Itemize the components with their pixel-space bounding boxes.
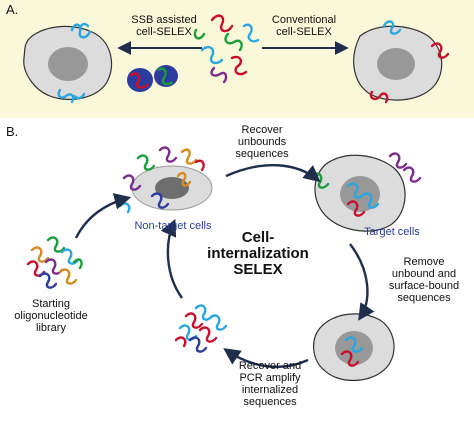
target-cell-top (314, 154, 406, 232)
panel-b-label: B. (6, 124, 19, 139)
strand-left-cell-blue (70, 22, 92, 39)
step-recover-unbound-line-3: sequences (235, 148, 289, 160)
non-target-cells-label: Non-target cells (134, 220, 212, 232)
ssb-selex-label: SSB assisted cell-SELEX (126, 14, 202, 38)
strand-cluster-pcr (174, 304, 228, 353)
center-title-line-2: internalization (207, 245, 309, 262)
step-remove-unbound: Remove unbound and surface-bound sequenc… (378, 256, 470, 304)
non-target-cell (131, 165, 213, 211)
center-title: Cell- internalization SELEX (200, 230, 316, 278)
center-title-line-3: SELEX (233, 261, 283, 278)
strands-bottom-cell (340, 336, 364, 367)
starting-library-line-2: oligonucleotide (14, 310, 88, 322)
conventional-selex-line-2: cell-SELEX (276, 26, 332, 38)
step-recover-pcr-line-3: internalized (241, 384, 299, 396)
arrow-recover-pcr (223, 348, 309, 369)
step-recover-pcr-line-4: sequences (243, 396, 297, 408)
step-recover-unbound-line-2: unbounds (237, 136, 287, 148)
arrow-remove-unbound (349, 243, 375, 321)
strand-cluster-library (26, 236, 83, 289)
step-remove-unbound-line-1: Remove (403, 256, 445, 268)
arrow-cycle-left (160, 218, 183, 299)
cell-left-panel-a (23, 25, 113, 101)
step-remove-unbound-line-3: surface-bound (388, 280, 460, 292)
starting-library-line-3: library (36, 322, 66, 334)
step-remove-unbound-line-2: unbound and (391, 268, 457, 280)
strands-right-cell (369, 20, 450, 104)
ssb-selex-line-1: SSB assisted (131, 14, 197, 26)
conventional-selex-label: Conventional cell-SELEX (266, 14, 342, 38)
step-recover-pcr: Recover and PCR amplify internalized seq… (228, 360, 312, 408)
starting-library-label: Starting oligonucleotide library (2, 298, 100, 334)
ssb-selex-line-2: cell-SELEX (136, 26, 192, 38)
arrow-library-to-non-target (74, 193, 132, 239)
cell-right-panel-a (353, 25, 443, 101)
step-recover-pcr-line-1: Recover and (238, 360, 302, 372)
arrow-recover-unbound (225, 163, 321, 183)
ssb-complex-2 (154, 65, 178, 87)
starting-library-line-1: Starting (32, 298, 70, 310)
ssb-complex-1 (127, 68, 153, 92)
step-remove-unbound-line-4: sequences (397, 292, 451, 304)
step-recover-unbound: Recover unbounds sequences (222, 124, 302, 160)
conventional-selex-line-1: Conventional (271, 14, 337, 26)
step-recover-pcr-line-2: PCR amplify (239, 372, 301, 384)
step-recover-unbound-line-1: Recover (241, 124, 283, 136)
strand-cluster-panel-a (193, 14, 260, 84)
panel-a-label: A. (6, 2, 19, 17)
center-title-line-1: Cell- (241, 229, 275, 246)
target-cells-label: Target cells (364, 226, 420, 238)
strand-left-cell-blue-lower (57, 88, 86, 104)
